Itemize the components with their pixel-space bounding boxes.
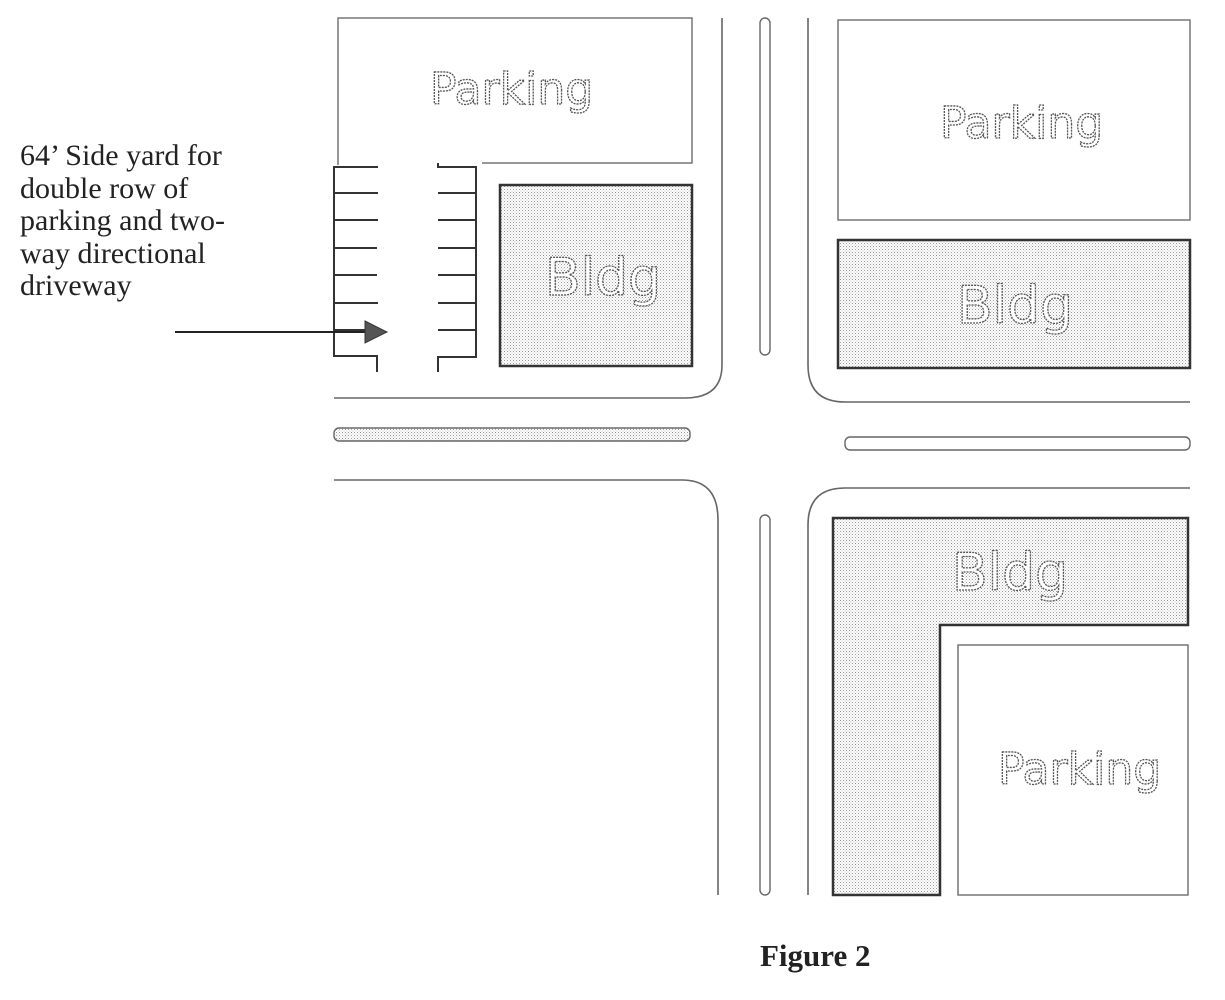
annotation-line: way directional bbox=[20, 236, 206, 270]
bottom-right-building-label: Bldg bbox=[952, 543, 1068, 603]
road-edge-top-left bbox=[334, 18, 723, 399]
top-right-parking-outline bbox=[837, 19, 1191, 221]
annotation-line: parking and two- bbox=[20, 204, 225, 237]
top-right-parking-label: Parking bbox=[940, 98, 1103, 149]
median-bottom bbox=[759, 514, 771, 896]
top-right-building bbox=[836, 238, 1192, 370]
median-top bbox=[759, 17, 771, 356]
road-edge-bottom-left bbox=[334, 479, 719, 895]
annotation-line: driveway bbox=[20, 269, 132, 302]
right-parking-stalls bbox=[437, 163, 477, 372]
annotation-line: 64’ Side yard for bbox=[20, 139, 222, 172]
bottom-right-parking-outline bbox=[957, 644, 1189, 896]
top-left-building-label: Bldg bbox=[545, 248, 661, 308]
median-left bbox=[333, 427, 691, 442]
pointer-arrow bbox=[175, 320, 389, 344]
annotation-line: double row of bbox=[20, 171, 189, 205]
figure-caption: Figure 2 bbox=[760, 938, 871, 973]
top-right-building-label: Bldg bbox=[957, 276, 1073, 336]
side-yard-annotation: 64’ Side yard for double row of parking … bbox=[20, 139, 280, 303]
median-right bbox=[844, 436, 1191, 451]
top-left-building bbox=[498, 183, 694, 368]
road-edge-bottom-right bbox=[807, 487, 1190, 895]
top-left-parking-outline bbox=[337, 17, 693, 165]
road-edge-top-right bbox=[807, 18, 1190, 403]
bottom-right-parking-label: Parking bbox=[998, 744, 1161, 795]
top-left-parking-label: Parking bbox=[430, 64, 593, 115]
bottom-right-building bbox=[831, 516, 1190, 897]
left-parking-stalls bbox=[333, 166, 378, 372]
